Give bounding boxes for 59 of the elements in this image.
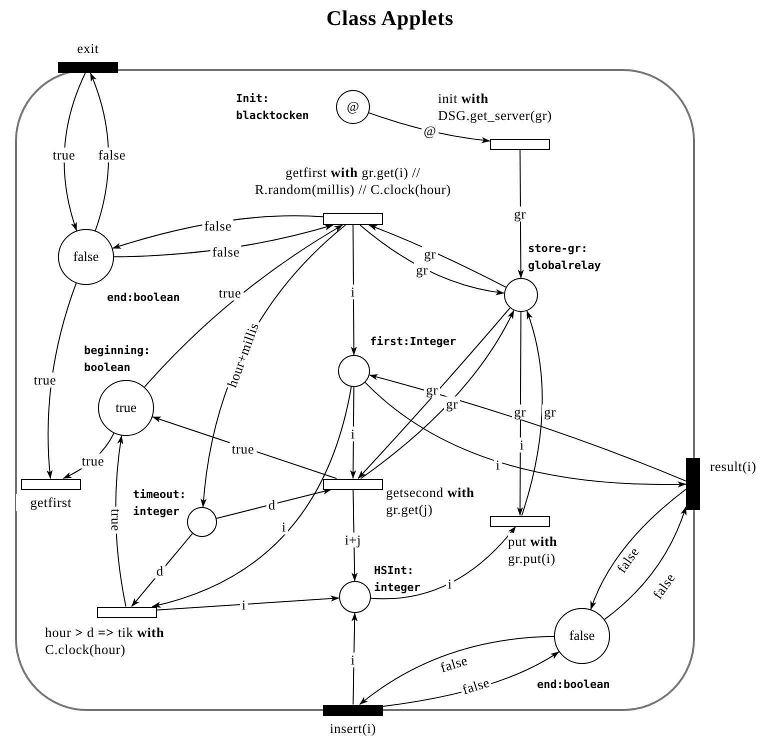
edge-label: i [280, 520, 288, 534]
edge-label: i [348, 652, 358, 668]
edge-label: i [518, 438, 526, 452]
arc-arrow [90, 72, 109, 232]
place-token: @ [346, 99, 360, 115]
edge-label: i [446, 576, 454, 592]
edge-label: true [230, 442, 256, 456]
place-annotation: end:boolean [537, 677, 611, 693]
edge-label: gr [414, 262, 430, 278]
edge-label: i [348, 284, 358, 300]
arc-arrow [604, 506, 686, 620]
arc-arrow [216, 488, 332, 519]
edge-label: i [494, 458, 502, 472]
edge-label: gr [542, 404, 558, 420]
diagram-title: Class Applets [325, 6, 455, 31]
arc-arrow [156, 596, 340, 611]
place-annotation: timeout: integer [133, 487, 187, 520]
place-annotation: HSInt: integer [374, 563, 422, 596]
place-annotation: beginning: boolean [84, 343, 152, 376]
edge-label: true [80, 454, 106, 468]
arc-arrow [370, 526, 516, 600]
edge-label: false [210, 244, 242, 260]
edge-label: false [202, 218, 234, 234]
arc-arrow [350, 224, 357, 356]
arc-arrow [518, 149, 524, 278]
arc-arrow [590, 488, 686, 610]
arc-arrow [64, 72, 86, 232]
edge-label: @ [422, 124, 438, 138]
arc-arrow [352, 489, 358, 582]
place-annotation: first:Integer [370, 334, 458, 350]
arc-arrow [360, 224, 505, 296]
place-token: false [569, 628, 595, 644]
arc-arrow [46, 282, 77, 479]
edge-label: gr [422, 246, 438, 262]
edge-label: true [32, 372, 58, 388]
place-annotation: store-gr: globalrelay [528, 241, 602, 274]
edge-label: d [154, 564, 166, 578]
edge-label: i [348, 426, 358, 442]
arc-arrow [350, 386, 356, 479]
edge-label: d [266, 498, 278, 512]
edge-label: gr [444, 396, 460, 412]
arc-arrow [368, 224, 506, 288]
edge-label: gr [512, 404, 528, 420]
arc-arrow [521, 310, 543, 516]
place-annotation: end:boolean [107, 290, 181, 306]
arc-arrow [131, 533, 193, 607]
edge-label: i [240, 598, 248, 612]
edge-label: gr [512, 206, 528, 222]
edge-label: true [50, 148, 78, 162]
arc-arrow [517, 312, 524, 516]
edge-label: false [96, 148, 128, 162]
arc-arrow [352, 612, 358, 705]
arc-arrow [144, 224, 344, 388]
arc-arrow [359, 636, 554, 705]
place-token: true [116, 400, 136, 416]
arc-arrow [368, 112, 490, 144]
arc-arrow [152, 386, 352, 608]
place-token: false [73, 249, 99, 265]
place-annotation: Init: blacktocken [236, 91, 310, 124]
